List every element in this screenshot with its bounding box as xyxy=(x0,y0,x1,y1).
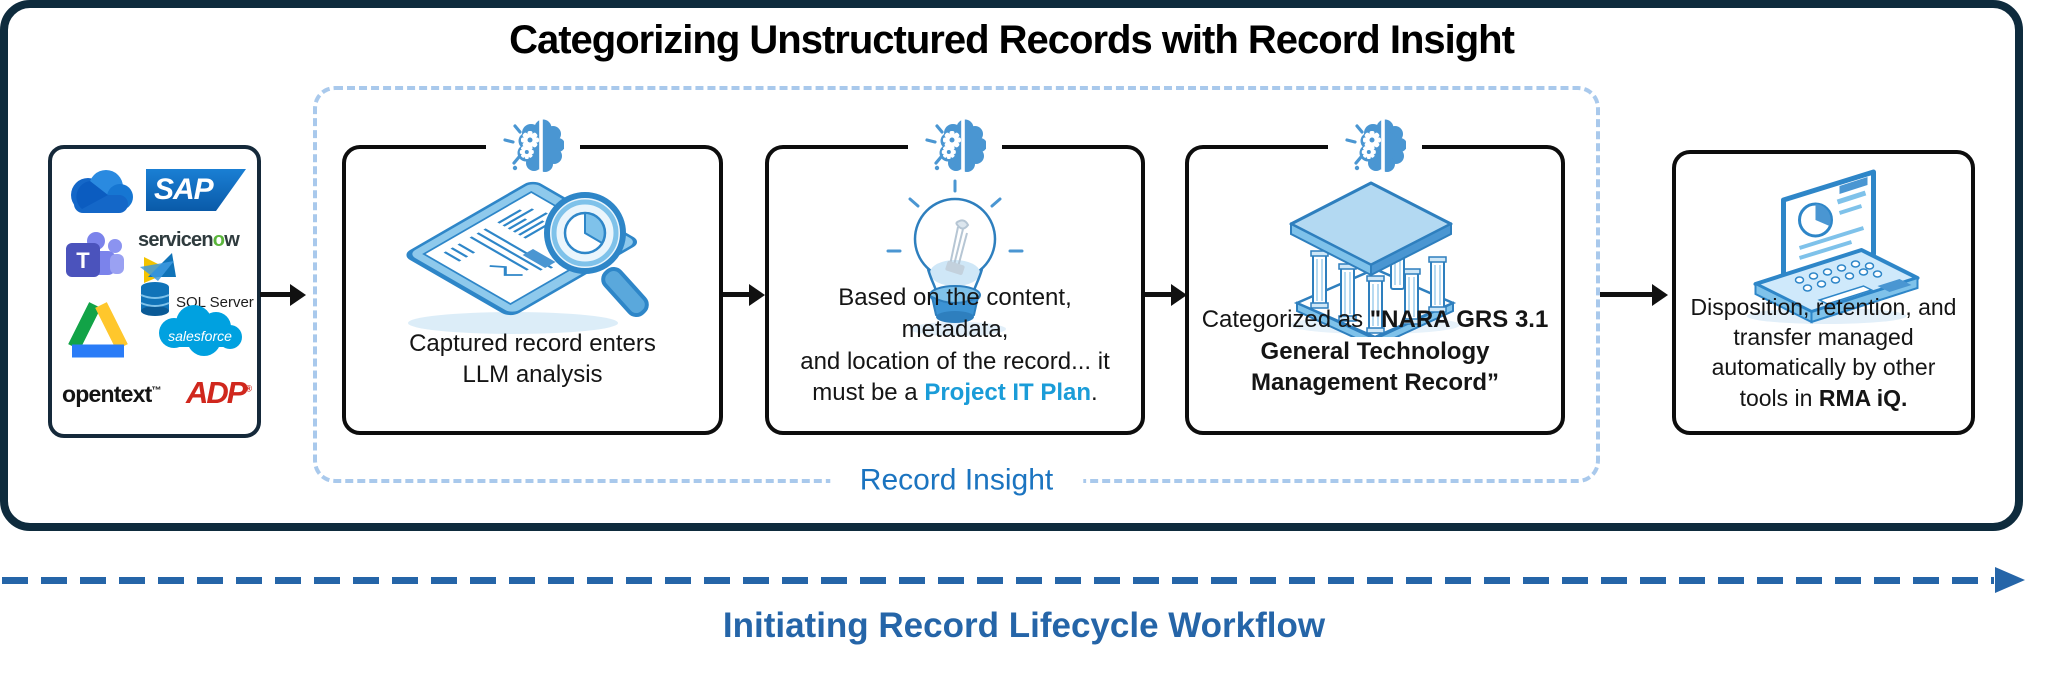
ai-brain-icon xyxy=(908,117,1002,175)
svg-text:T: T xyxy=(76,248,90,273)
ai-brain-icon xyxy=(485,117,580,175)
step-reasoning: Based on the content, metadata, and loca… xyxy=(765,117,1145,435)
diagram-title: Categorizing Unstructured Records with R… xyxy=(509,18,1515,62)
servicenow-logo: servicenow xyxy=(138,229,240,251)
laptop-illustration xyxy=(1746,169,1919,324)
flow-arrow-3 xyxy=(1145,292,1171,297)
flow-arrow-2 xyxy=(723,292,749,297)
google-drive-icon xyxy=(68,302,128,358)
flow-arrow-1 xyxy=(260,292,290,297)
record-insight-label: Record Insight xyxy=(829,461,1084,500)
ai-brain-icon xyxy=(1328,117,1422,175)
archive-building-illustration xyxy=(1289,181,1460,337)
step-rma-iq: Disposition, retention, and transfer man… xyxy=(1672,150,1975,435)
salesforce-logo: salesforce xyxy=(159,305,242,356)
step1-caption: Captured record enters LLM analysis xyxy=(409,329,656,389)
flow-arrow-4 xyxy=(1600,292,1652,297)
sap-logo: SAP xyxy=(146,169,246,211)
record-insight-region: Record Insight xyxy=(313,86,1600,500)
clipboard-analysis-illustration xyxy=(405,181,649,334)
opentext-logo: opentext™ xyxy=(62,381,161,407)
step3-caption: Categorized as "NARA GRS 3.1 General Tec… xyxy=(1201,305,1549,397)
onedrive-icon xyxy=(71,170,133,213)
teams-icon: T xyxy=(66,232,124,277)
source-systems-box: SAP T servicenow SQL Server xyxy=(48,145,261,438)
lightbulb-illustration xyxy=(886,179,1024,336)
project-it-plan-highlight: Project IT Plan xyxy=(924,379,1092,407)
svg-text:salesforce: salesforce xyxy=(168,328,232,344)
workflow-dashed-arrow xyxy=(2,577,1994,584)
step2-caption: Based on the content, metadata, and loca… xyxy=(800,284,1110,407)
workflow-label: Initiating Record Lifecycle Workflow xyxy=(722,606,1326,645)
step4-caption: Disposition, retention, and transfer man… xyxy=(1690,293,1957,411)
workflow-arrowhead-icon xyxy=(1995,567,2025,593)
adp-logo: ADP® xyxy=(186,375,252,410)
step-categorization: Categorized as "NARA GRS 3.1 General Tec… xyxy=(1185,117,1565,435)
step-llm-analysis: Captured record enters LLM analysis xyxy=(342,117,723,435)
